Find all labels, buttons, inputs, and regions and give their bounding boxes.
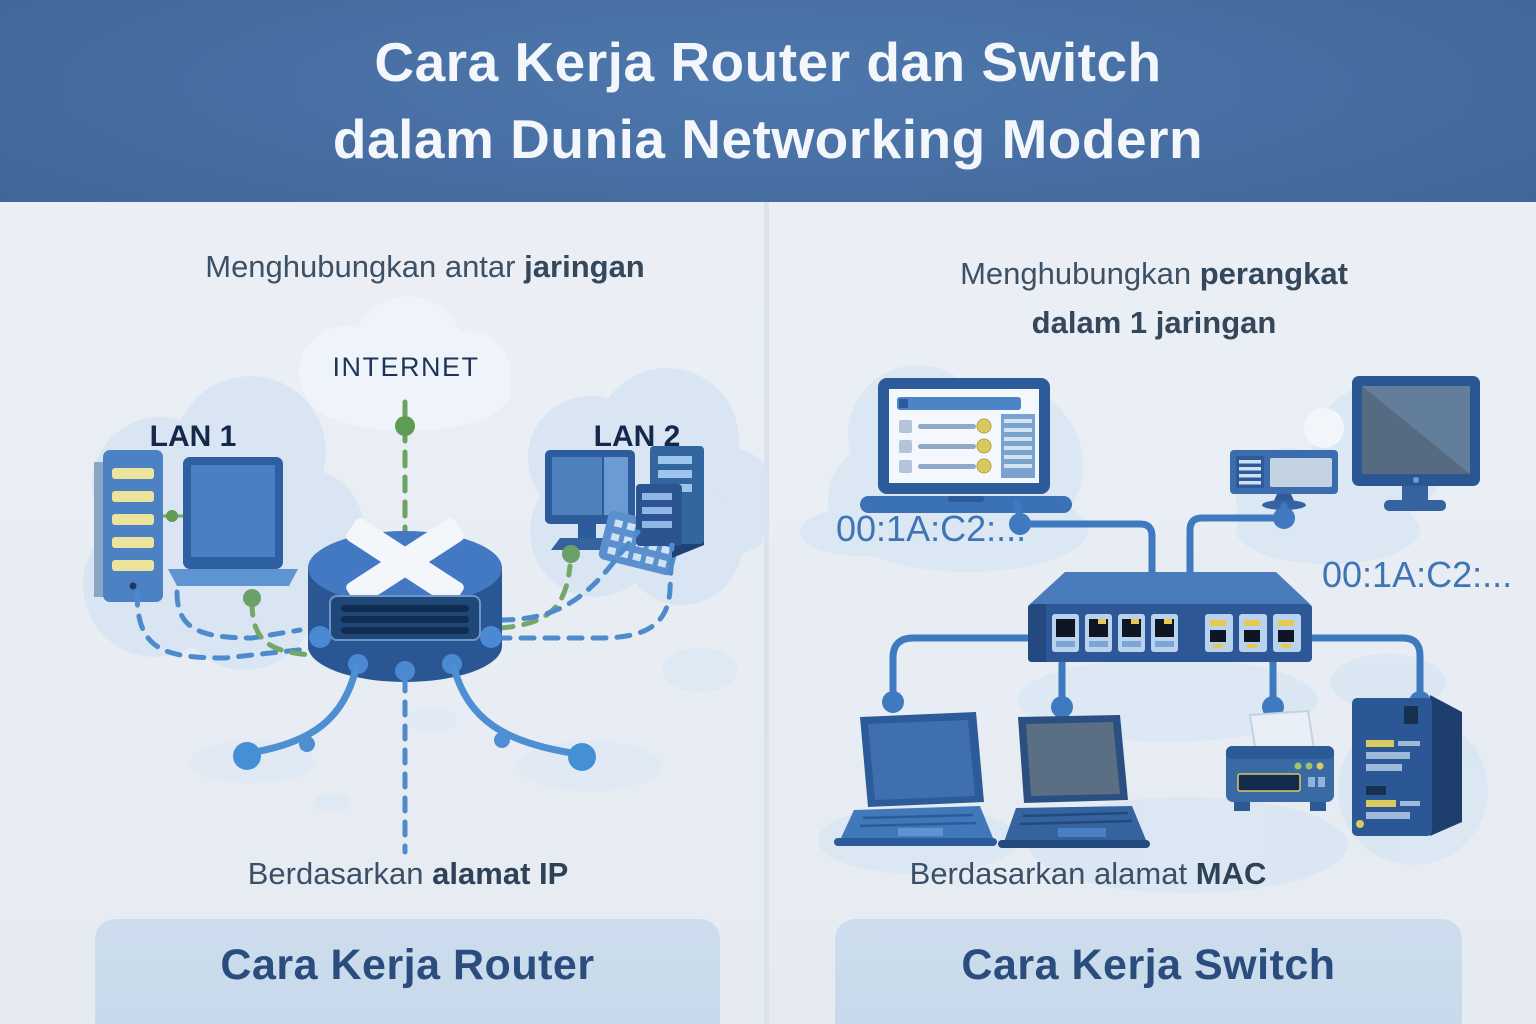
- lan2-label: LAN 2: [593, 420, 681, 453]
- router-downstream-links: [233, 664, 596, 855]
- heading-line-2: dalam 1 jaringan: [960, 298, 1348, 347]
- switch-icon: [1028, 572, 1312, 662]
- green-node-dot: [243, 589, 261, 607]
- router-diagram: [83, 296, 768, 855]
- deco-dot: [1304, 408, 1344, 448]
- green-node-dot: [562, 545, 580, 563]
- mini-pc-icon: [1230, 450, 1338, 510]
- heading-text-bold: perangkat: [1199, 256, 1348, 291]
- switch-card-label: Cara Kerja Switch: [961, 941, 1336, 989]
- switch-card: Cara Kerja Switch: [835, 919, 1462, 1024]
- caption-text-bold: alamat IP: [432, 856, 569, 891]
- title-line-1: Cara Kerja Router dan Switch: [374, 31, 1162, 93]
- printer-icon: [1226, 709, 1334, 811]
- server-laptop-link: [163, 510, 183, 522]
- internet-label: INTERNET: [332, 352, 480, 382]
- laptop-left-icon: [834, 712, 997, 846]
- mac-address-label-left: 00:1A:C2:...: [836, 508, 1027, 549]
- router-icon: [308, 518, 502, 682]
- caption-text: Berdasarkan alamat: [909, 856, 1188, 891]
- internet-link-dashed: [395, 399, 415, 551]
- router-card: Cara Kerja Router: [95, 919, 720, 1024]
- lan1-router-dashed-links: [134, 589, 319, 661]
- internet-cloud-icon: [299, 296, 510, 431]
- caption-text: Berdasarkan: [247, 856, 424, 891]
- mac-address-label-right: 00:1A:C2:...: [1322, 554, 1513, 595]
- lan2-router-dashed-links: [494, 529, 675, 641]
- laptop-ui-icon: [860, 378, 1072, 513]
- heading-text-bold: jaringan: [524, 249, 645, 284]
- heading-text-bold: dalam 1 jaringan: [1031, 305, 1277, 340]
- panel-divider: [764, 202, 769, 1024]
- heading-text: Menghubungkan antar: [205, 249, 516, 284]
- server-icon: [94, 450, 163, 602]
- title-banner: Cara Kerja Router dan Switch dalam Dunia…: [0, 0, 1536, 202]
- router-card-label: Cara Kerja Router: [220, 941, 595, 989]
- switch-diagram: [800, 365, 1488, 893]
- server-stack-icon: [636, 446, 704, 558]
- laptop-right-icon: [998, 715, 1150, 848]
- lan1-label: LAN 1: [149, 420, 237, 453]
- caption-text-bold: MAC: [1195, 856, 1267, 891]
- switch-links: [889, 498, 1424, 704]
- server-tower-icon: [1352, 695, 1462, 836]
- desktop-monitor-icon: [1352, 376, 1480, 511]
- title-line-2: dalam Dunia Networking Modern: [332, 108, 1204, 170]
- laptop-icon: [168, 457, 298, 586]
- heading-text: Menghubungkan: [960, 256, 1192, 291]
